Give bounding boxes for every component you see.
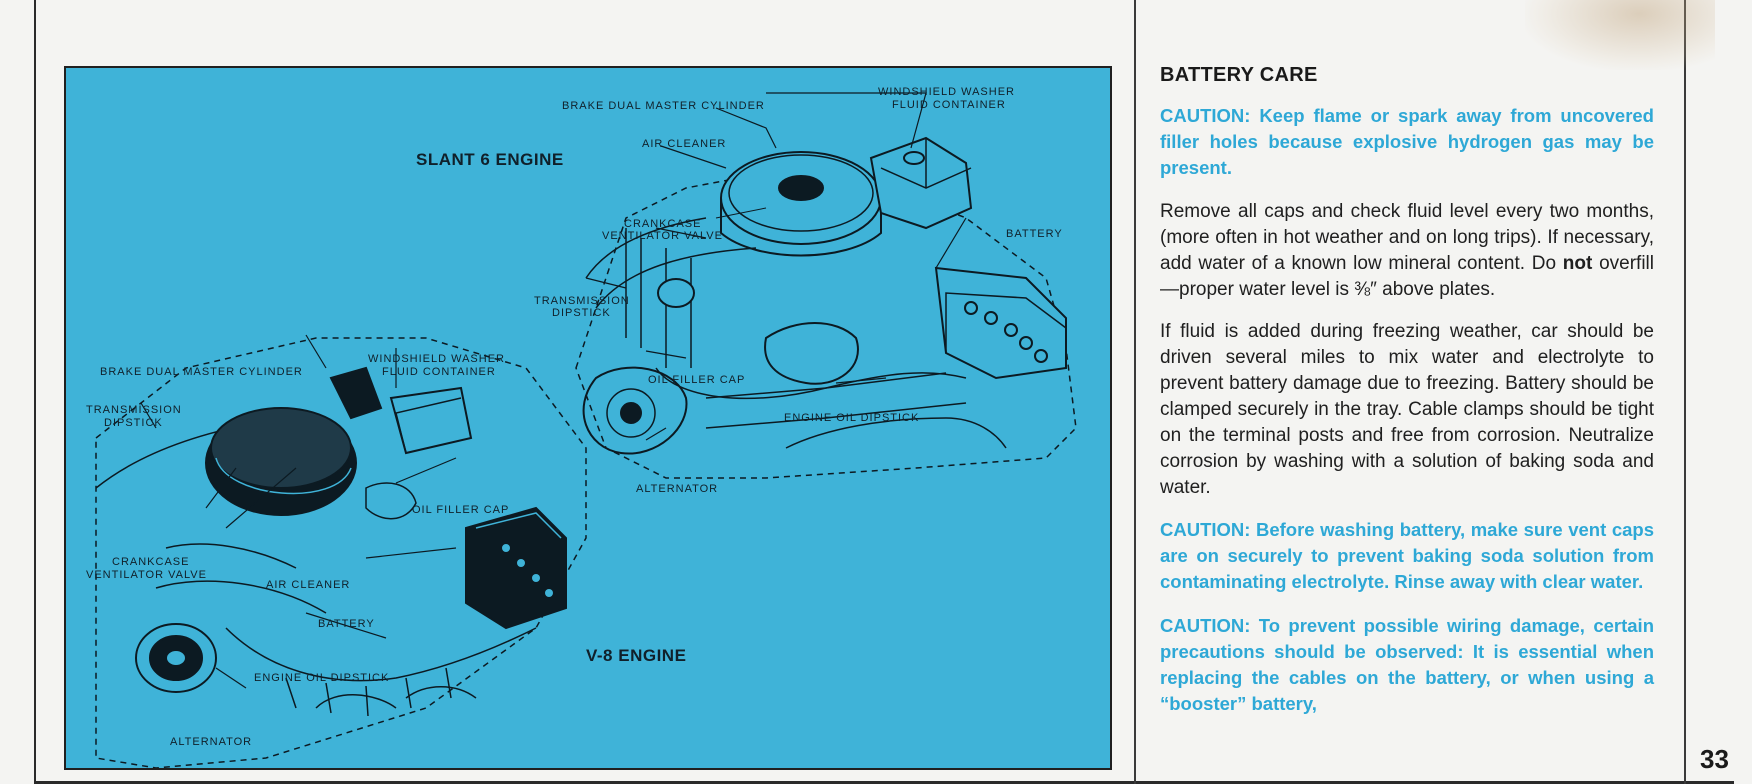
v8-label-engine-oil-dipstick: ENGINE OIL DIPSTICK xyxy=(254,672,390,684)
slant6-label-crankcase-line1: CRANKCASE xyxy=(624,218,702,230)
engine-line-drawing xyxy=(95,92,1077,768)
v8-label-transmission-line2: DIPSTICK xyxy=(104,417,163,429)
caution-wiring-damage: CAUTION: To prevent possible wiring dama… xyxy=(1160,615,1654,714)
slant6-label-engine-oil-dipstick: ENGINE OIL DIPSTICK xyxy=(784,412,920,424)
slant6-label-transmission-line2: DIPSTICK xyxy=(552,307,611,319)
engine-compartment-illustration: BRAKE DUAL MASTER CYLINDER WINDSHIELD WA… xyxy=(64,66,1112,770)
slant6-label-washer-line1: WINDSHIELD WASHER xyxy=(878,86,1015,98)
paper-stain xyxy=(1525,0,1715,70)
slant6-label-transmission-line1: TRANSMISSION xyxy=(534,295,630,307)
slant6-label-battery: BATTERY xyxy=(1006,228,1063,240)
page-border-left xyxy=(34,0,36,784)
slant6-label-alternator: ALTERNATOR xyxy=(636,483,719,495)
slant6-engine-title: SLANT 6 ENGINE xyxy=(416,150,564,169)
slant6-label-crankcase-line2: VENTILATOR VALVE xyxy=(602,230,723,242)
v8-label-transmission-line1: TRANSMISSION xyxy=(86,404,182,416)
v8-label-brake-cylinder: BRAKE DUAL MASTER CYLINDER xyxy=(100,366,303,378)
v8-label-crankcase-line1: CRANKCASE xyxy=(112,556,190,568)
v8-label-washer-line2: FLUID CONTAINER xyxy=(382,366,496,378)
v8-label-alternator: ALTERNATOR xyxy=(170,736,253,748)
section-heading: BATTERY CARE xyxy=(1160,64,1318,86)
margin-divider xyxy=(1684,0,1686,784)
column-divider xyxy=(1134,0,1136,784)
v8-label-washer-line1: WINDSHIELD WASHER xyxy=(368,353,505,365)
v8-label-air-cleaner: AIR CLEANER xyxy=(266,579,351,591)
paragraph-freezing-weather: If fluid is added during freezing weathe… xyxy=(1160,321,1654,498)
caution-washing-battery: CAUTION: Before washing battery, make su… xyxy=(1160,519,1654,592)
caution-flame-spark: CAUTION: Keep flame or spark away from u… xyxy=(1160,105,1654,178)
v8-label-battery: BATTERY xyxy=(318,618,375,630)
paragraph-fluid-level-part1: Remove all caps and check fluid level ev… xyxy=(1160,201,1654,274)
v8-label-oil-filler-cap: OIL FILLER CAP xyxy=(412,504,510,516)
paragraph-fluid-level-emphasis: not xyxy=(1562,253,1593,274)
slant6-label-washer-line2: FLUID CONTAINER xyxy=(892,99,1006,111)
slant6-label-oil-filler-cap: OIL FILLER CAP xyxy=(648,374,746,386)
battery-care-section: BATTERY CARE CAUTION: Keep flame or spar… xyxy=(1160,64,1654,735)
paragraph-fluid-level: Remove all caps and check fluid level ev… xyxy=(1160,199,1654,303)
slant6-label-brake-cylinder: BRAKE DUAL MASTER CYLINDER xyxy=(562,100,765,112)
v8-label-crankcase-line2: VENTILATOR VALVE xyxy=(86,569,207,581)
slant6-label-air-cleaner: AIR CLEANER xyxy=(642,138,727,150)
v8-engine-title: V-8 ENGINE xyxy=(586,646,687,665)
page-number: 33 xyxy=(1700,744,1729,774)
page-border-bottom xyxy=(34,781,1734,784)
paragraph-fluid-level-part2: overfill—proper water level is ⅜″ above … xyxy=(1160,253,1654,300)
